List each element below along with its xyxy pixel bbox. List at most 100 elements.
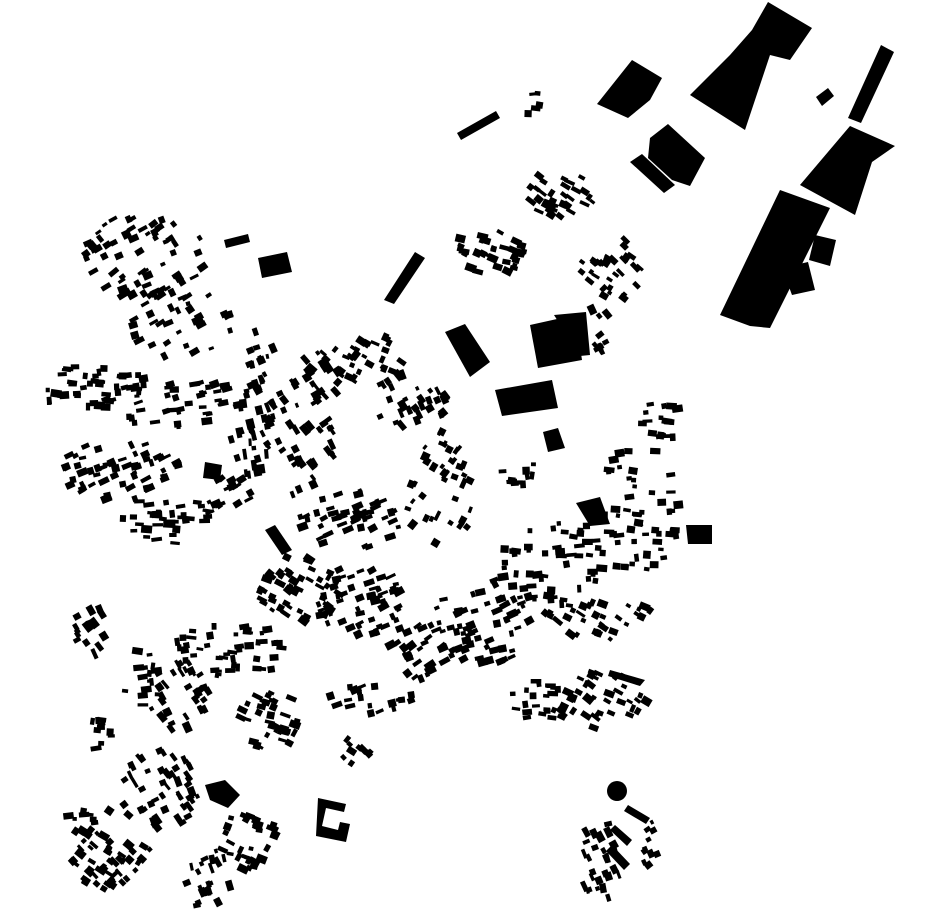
building (126, 289, 138, 301)
building (628, 466, 638, 475)
building (395, 419, 408, 432)
building (297, 614, 310, 627)
building (599, 283, 609, 293)
building (427, 621, 435, 630)
building (350, 517, 360, 525)
building (301, 512, 311, 520)
building (246, 470, 252, 479)
building (171, 457, 182, 468)
building (425, 664, 433, 670)
building (171, 270, 182, 280)
building (129, 514, 138, 520)
building (599, 518, 605, 523)
building (439, 596, 449, 603)
building (416, 623, 428, 633)
building (139, 288, 149, 299)
building (343, 372, 354, 382)
building (252, 344, 261, 351)
building (296, 521, 309, 533)
building (657, 498, 667, 506)
building (336, 520, 348, 528)
building (235, 644, 243, 653)
building (357, 694, 364, 702)
building (110, 870, 119, 879)
building (96, 724, 105, 730)
building (199, 683, 208, 690)
building (483, 251, 491, 258)
building (511, 549, 518, 558)
building (94, 830, 100, 837)
building (464, 475, 475, 486)
building (666, 471, 676, 478)
building (78, 811, 90, 818)
building (160, 472, 169, 482)
building (154, 318, 166, 328)
building (165, 236, 172, 243)
building (248, 360, 256, 370)
factory-block (554, 312, 590, 356)
building (545, 200, 557, 211)
building (255, 827, 263, 834)
building (410, 403, 420, 413)
building (598, 834, 604, 840)
building (612, 687, 624, 696)
building (187, 787, 196, 795)
building (625, 602, 632, 609)
building (279, 406, 288, 415)
building (594, 885, 601, 892)
building (335, 597, 344, 604)
building (315, 575, 324, 584)
building (302, 554, 314, 565)
building (474, 587, 486, 597)
building (148, 705, 155, 712)
building (633, 518, 644, 528)
building (237, 426, 245, 436)
building (265, 824, 278, 833)
building (591, 627, 604, 638)
building (183, 812, 193, 821)
building (142, 482, 156, 494)
building (259, 630, 265, 636)
building (227, 327, 234, 334)
building (131, 470, 138, 476)
building (609, 863, 620, 875)
building (622, 507, 632, 513)
building (511, 255, 521, 265)
building (95, 234, 105, 244)
building (543, 428, 565, 452)
building (137, 703, 149, 707)
building (251, 692, 264, 702)
building (554, 685, 561, 693)
building (242, 391, 251, 400)
building (458, 654, 469, 664)
building (180, 754, 189, 765)
building (128, 847, 137, 856)
building (113, 383, 120, 391)
building (193, 311, 205, 322)
building (551, 615, 564, 627)
building (577, 584, 582, 593)
building (490, 244, 497, 252)
building (223, 652, 231, 656)
building (269, 653, 279, 661)
building (364, 508, 375, 516)
building (199, 518, 211, 524)
building (162, 453, 172, 460)
building (117, 456, 127, 463)
building (143, 535, 151, 539)
building (555, 211, 565, 221)
building (66, 379, 78, 386)
building (314, 582, 325, 591)
building (603, 466, 615, 474)
building (414, 385, 420, 391)
building (633, 553, 640, 562)
building (123, 854, 135, 866)
building (509, 264, 519, 272)
building (278, 446, 287, 454)
building (366, 709, 376, 718)
building (135, 372, 142, 379)
building (160, 467, 167, 474)
building (128, 442, 136, 450)
building (467, 627, 479, 636)
